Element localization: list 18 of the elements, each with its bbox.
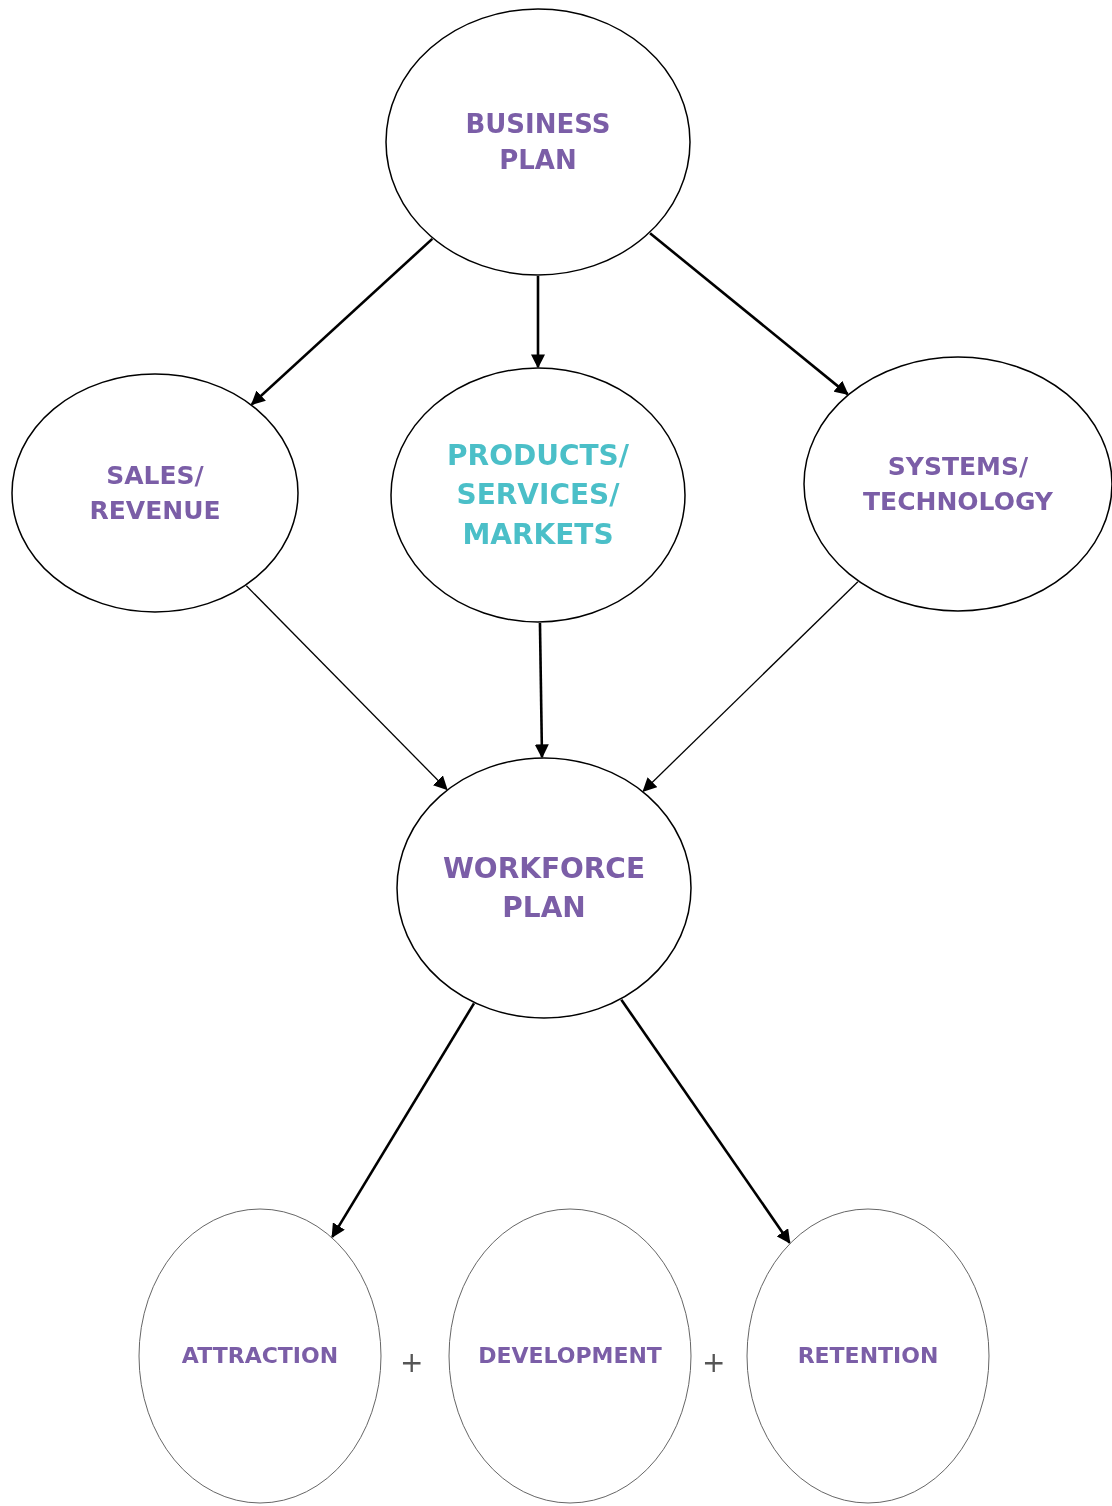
node-label: RETENTION [796,1341,940,1370]
arrow [245,585,448,791]
plus-sign: + [702,1346,726,1379]
node-label: ATTRACTION [180,1341,340,1370]
node-label: WORKFORCE PLAN [441,850,647,926]
node-label: PRODUCTS/ SERVICES/ MARKETS [446,438,630,553]
arrow [250,237,434,406]
arrow [331,1002,476,1238]
node-label: SYSTEMS/ TECHNOLOGY [862,451,1054,518]
arrow [620,998,791,1244]
arrow [649,232,849,396]
arrow [531,276,545,369]
node-label: BUSINESS PLAN [464,107,612,177]
arrow [534,622,549,759]
node-label: SALES/ REVENUE [88,460,222,527]
plus-sign: + [400,1346,424,1379]
node-label: DEVELOPMENT [477,1341,663,1370]
arrow [642,581,859,792]
